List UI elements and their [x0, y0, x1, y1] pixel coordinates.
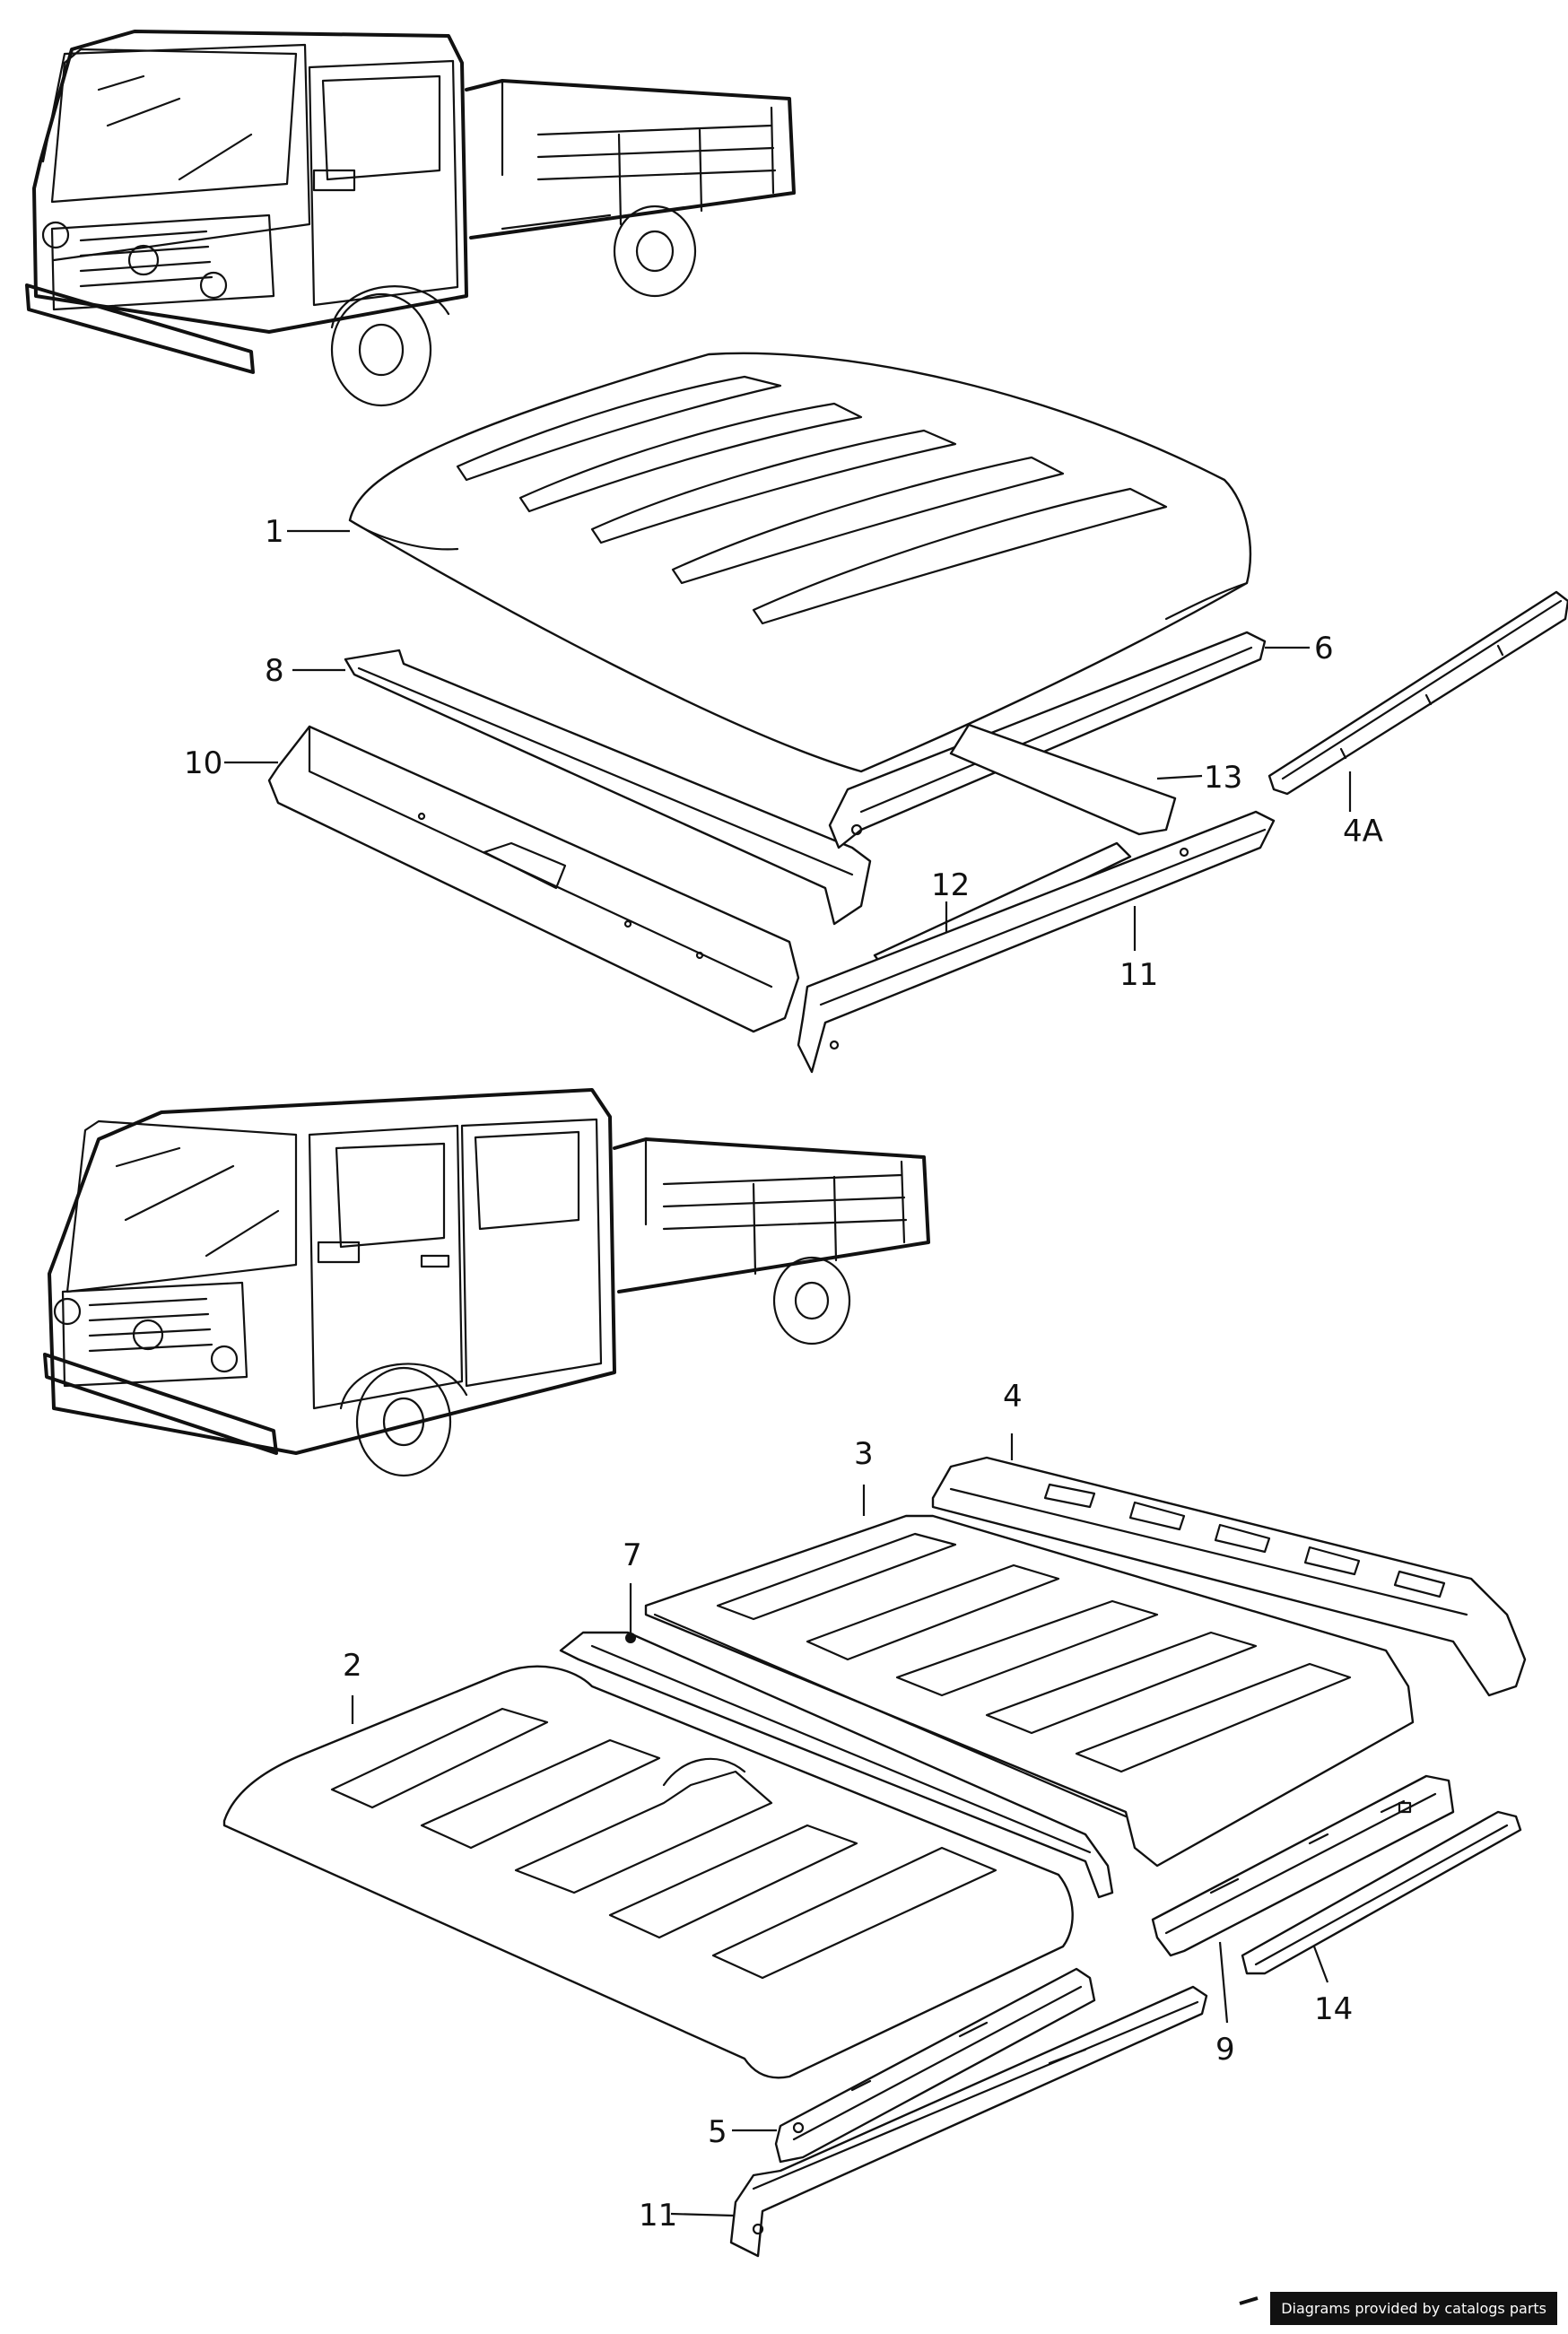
part-4-rear-roof-section: [931, 1456, 1527, 1697]
callout-13: 13: [1204, 760, 1242, 796]
diagram-credit-badge: Diagrams provided by catalogs parts: [1270, 2292, 1557, 2325]
part-11-side-rail-top: [797, 810, 1276, 1074]
part-5-inner-side-rail: [774, 1967, 1096, 2164]
callout-11-top: 11: [1119, 957, 1158, 993]
part-4a-roof-strip: [1267, 590, 1568, 796]
callout-4a: 4A: [1343, 814, 1383, 849]
part-11-side-rail-bottom: [729, 1985, 1208, 2258]
single-cab-truck-illustration: [25, 30, 796, 407]
double-cab-truck-illustration: [43, 1088, 930, 1477]
callout-4: 4: [1003, 1379, 1023, 1415]
callout-12: 12: [931, 867, 970, 903]
part-2-cab-roof-front: [222, 1665, 1074, 2079]
leader-lines: [224, 529, 1352, 2217]
callout-8: 8: [265, 653, 284, 689]
part-10-front-header: [267, 725, 800, 1033]
part-8-roof-frame: [344, 649, 872, 926]
part-6-rear-roof-rail: [828, 631, 1267, 849]
stray-mark: [1239, 2296, 1259, 2305]
part-3-cab-roof-rear: [644, 1514, 1415, 1868]
callout-9: 9: [1215, 2032, 1235, 2068]
callout-labels: 1 8 10 6 13 4A 12 11 4 3 7 2 9 14 5 11: [184, 514, 1383, 2234]
part-13-cross-member: [949, 723, 1177, 836]
callout-3: 3: [854, 1436, 874, 1472]
callout-2: 2: [343, 1648, 362, 1684]
part-1-roof-panel: [348, 352, 1252, 773]
callout-7: 7: [623, 1537, 642, 1573]
part-14-roof-strip: [1241, 1810, 1522, 1975]
callout-5: 5: [708, 2114, 727, 2150]
callout-1: 1: [265, 514, 284, 550]
callout-6: 6: [1314, 631, 1334, 666]
callout-11-bottom: 11: [639, 2198, 677, 2234]
part-9-side-rail: [1151, 1774, 1455, 1957]
callout-10: 10: [184, 745, 222, 781]
callout-14: 14: [1314, 1991, 1353, 2027]
